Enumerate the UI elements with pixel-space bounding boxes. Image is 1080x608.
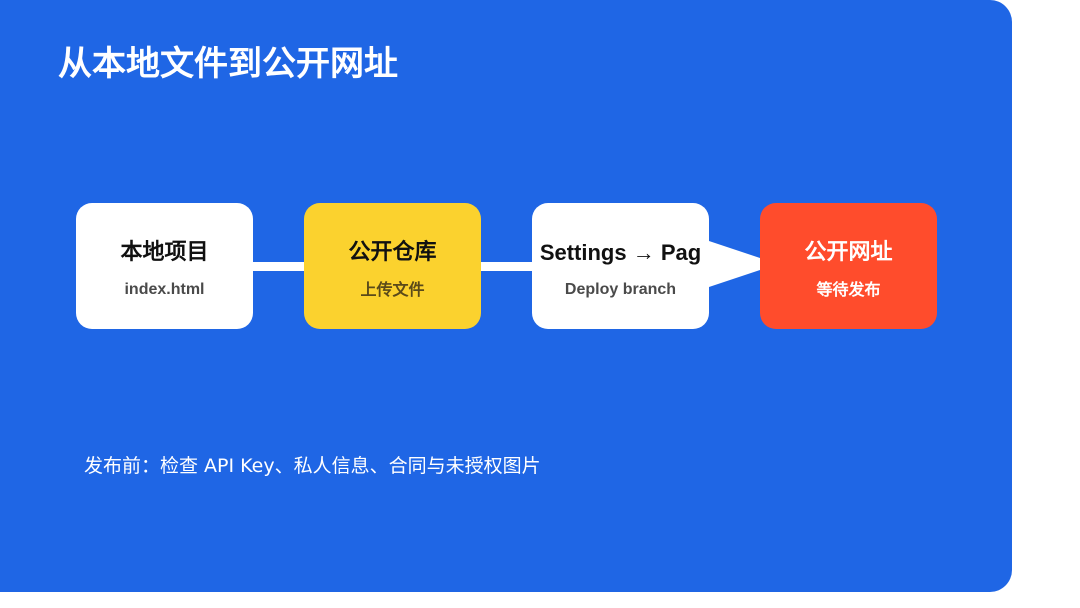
step-detail: 等待发布: [816, 280, 881, 299]
step-public-url: 公开网址 等待发布: [760, 203, 937, 329]
step-detail: index.html: [124, 281, 205, 298]
arrow-pointer-3-4: [700, 238, 778, 290]
pre-publish-checklist-note: 发布前：检查 API Key、私人信息、合同与未授权图片: [84, 455, 541, 477]
step-detail: Deploy branch: [564, 281, 677, 298]
step-name: 公开仓库: [348, 240, 437, 265]
step-settings-pages: Settings → Pag Deploy branch: [532, 203, 709, 329]
step-name: 公开网址: [804, 240, 893, 265]
step-local-project: 本地项目 index.html: [76, 203, 253, 329]
slide: 从本地文件到公开网址 本地项目 index.html 公开仓库 上传文件 Set…: [0, 0, 1012, 592]
step-name: 本地项目: [120, 240, 209, 265]
step-detail: 上传文件: [360, 280, 425, 299]
step-name: Settings → Pag: [539, 240, 702, 265]
connector-2-3: [478, 262, 536, 271]
step-public-repo: 公开仓库 上传文件: [304, 203, 481, 329]
slide-title: 从本地文件到公开网址: [58, 44, 398, 84]
connector-1-2: [250, 262, 308, 271]
